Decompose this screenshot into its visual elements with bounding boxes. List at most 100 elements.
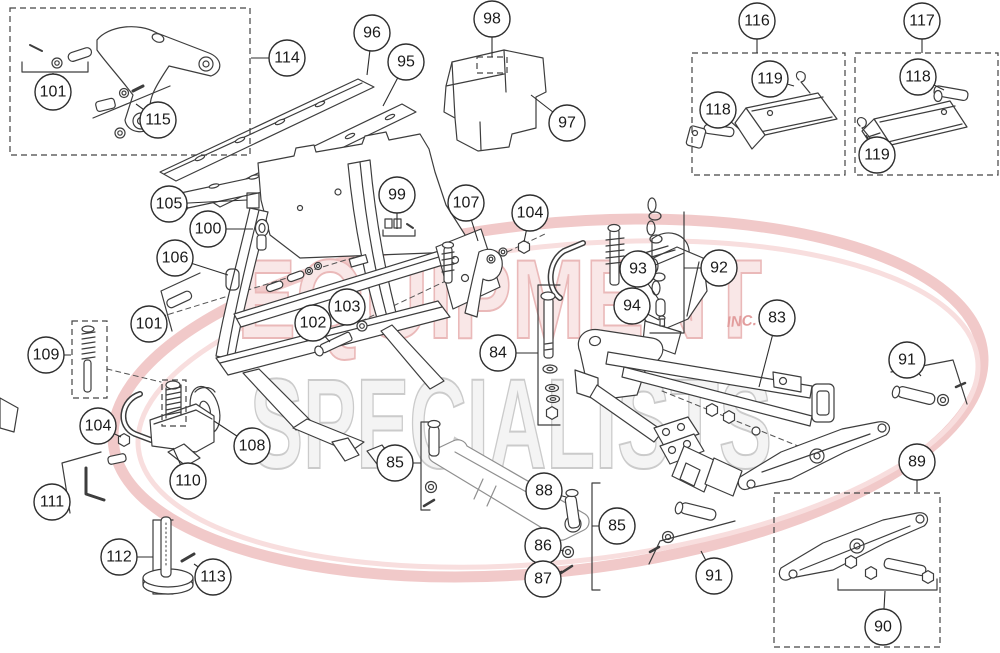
callout-circle-115 [139, 101, 177, 139]
part-linkage-arms [737, 421, 938, 591]
bracket-92 [649, 211, 685, 334]
callout-label-114: 114 [274, 50, 300, 67]
callout-label-93: 93 [629, 261, 647, 278]
part-receiver-bracket-right [856, 85, 969, 153]
part-frame-latch [441, 241, 508, 318]
callout-label-85: 85 [608, 518, 626, 535]
part-pin-109 [61, 325, 127, 514]
callout-label-91: 91 [705, 568, 723, 585]
callout-99: 99 [378, 176, 416, 229]
callout-circle-113 [194, 558, 232, 596]
callout-109: 109 [27, 336, 71, 374]
callout-circle-101 [34, 73, 72, 111]
callout-91: 91 [888, 341, 926, 379]
group-box-117 [854, 52, 999, 176]
callout-104: 104 [511, 194, 549, 243]
callout-114: 114 [251, 39, 306, 77]
bracket-84 [537, 284, 561, 426]
callout-circle-118 [899, 58, 937, 96]
bracket-91b [648, 520, 736, 565]
callout-circle-85 [598, 507, 636, 545]
callout-circle-98 [473, 0, 511, 38]
part-pins-91 [648, 359, 968, 565]
group-box-109 [71, 320, 108, 399]
slot-106 [225, 268, 240, 291]
callout-label-111: 111 [40, 494, 64, 511]
callout-circle-107 [447, 184, 485, 222]
callout-circle-116 [738, 2, 776, 40]
callout-label-89: 89 [908, 454, 926, 471]
callout-circle-114 [268, 39, 306, 77]
callout-116: 116 [738, 2, 776, 53]
nut-104b [117, 433, 131, 447]
callout-label-105: 105 [156, 196, 183, 213]
callout-circle-95 [387, 43, 425, 81]
callout-label-100: 100 [195, 221, 222, 238]
callout-circle-99 [378, 176, 416, 214]
callout-circle-97 [548, 104, 586, 142]
callout-circle-83 [758, 299, 796, 337]
callout-label-104: 104 [85, 418, 112, 435]
watermark-ring-inner [135, 238, 981, 570]
callout-circle-94 [613, 287, 651, 325]
callout-label-88: 88 [535, 483, 553, 500]
callout-circle-105 [150, 185, 188, 223]
callout-label-113: 113 [200, 569, 226, 586]
part-bolt-84 [537, 284, 561, 426]
callout-circle-84 [479, 334, 517, 372]
callout-100: 100 [189, 210, 253, 248]
bracket-85a [420, 421, 431, 511]
callout-label-90: 90 [874, 619, 892, 636]
callout-label-91: 91 [898, 352, 916, 369]
callout-label-87: 87 [534, 571, 552, 588]
part-jack-stand [0, 380, 221, 467]
callout-119: 119 [858, 134, 896, 174]
callout-101: 101 [130, 305, 168, 343]
callout-circle-96 [353, 14, 391, 52]
callout-circle-108 [233, 427, 271, 465]
callout-label-103: 103 [334, 299, 361, 316]
callout-label-99: 99 [388, 187, 406, 204]
callout-87: 87 [524, 560, 563, 598]
callout-97: 97 [530, 94, 586, 142]
callout-circle-106 [156, 239, 194, 277]
callout-label-83: 83 [768, 310, 786, 327]
callout-label-108: 108 [239, 438, 266, 455]
bracket-101a [21, 61, 89, 73]
bracket-99 [382, 229, 416, 237]
callout-104: 104 [79, 407, 122, 445]
group-box-89-90 [773, 492, 941, 648]
callout-93: 93 [619, 250, 660, 301]
callout-label-98: 98 [483, 11, 501, 28]
callout-label-85: 85 [386, 455, 404, 472]
group-box-114 [9, 7, 251, 156]
nut-104a [517, 240, 531, 254]
callout-92: 92 [684, 249, 738, 287]
callout-label-116: 116 [744, 13, 770, 30]
callout-108: 108 [213, 420, 271, 465]
callout-label-102: 102 [300, 315, 327, 332]
callout-label-119: 119 [864, 147, 890, 164]
callout-118: 118 [699, 91, 740, 130]
callout-circle-117 [903, 2, 941, 40]
callout-label-92: 92 [710, 260, 728, 277]
callout-102: 102 [294, 304, 332, 343]
callout-circle-90 [864, 608, 902, 646]
callout-label-110: 110 [175, 473, 201, 490]
part-a-frame [574, 328, 835, 497]
callout-label-115: 115 [145, 112, 171, 129]
callout-circle-91 [888, 341, 926, 379]
bracket-115 [92, 85, 171, 119]
callout-label-119: 119 [757, 71, 783, 88]
callout-85: 85 [376, 444, 421, 482]
callout-label-106: 106 [162, 250, 189, 267]
bracket-101b [160, 272, 201, 332]
callout-circle-102 [294, 304, 332, 342]
part-main-frame [215, 131, 501, 469]
group-boxes [9, 7, 999, 648]
part-cylinder [420, 419, 601, 591]
callout-label-118: 118 [705, 102, 731, 119]
